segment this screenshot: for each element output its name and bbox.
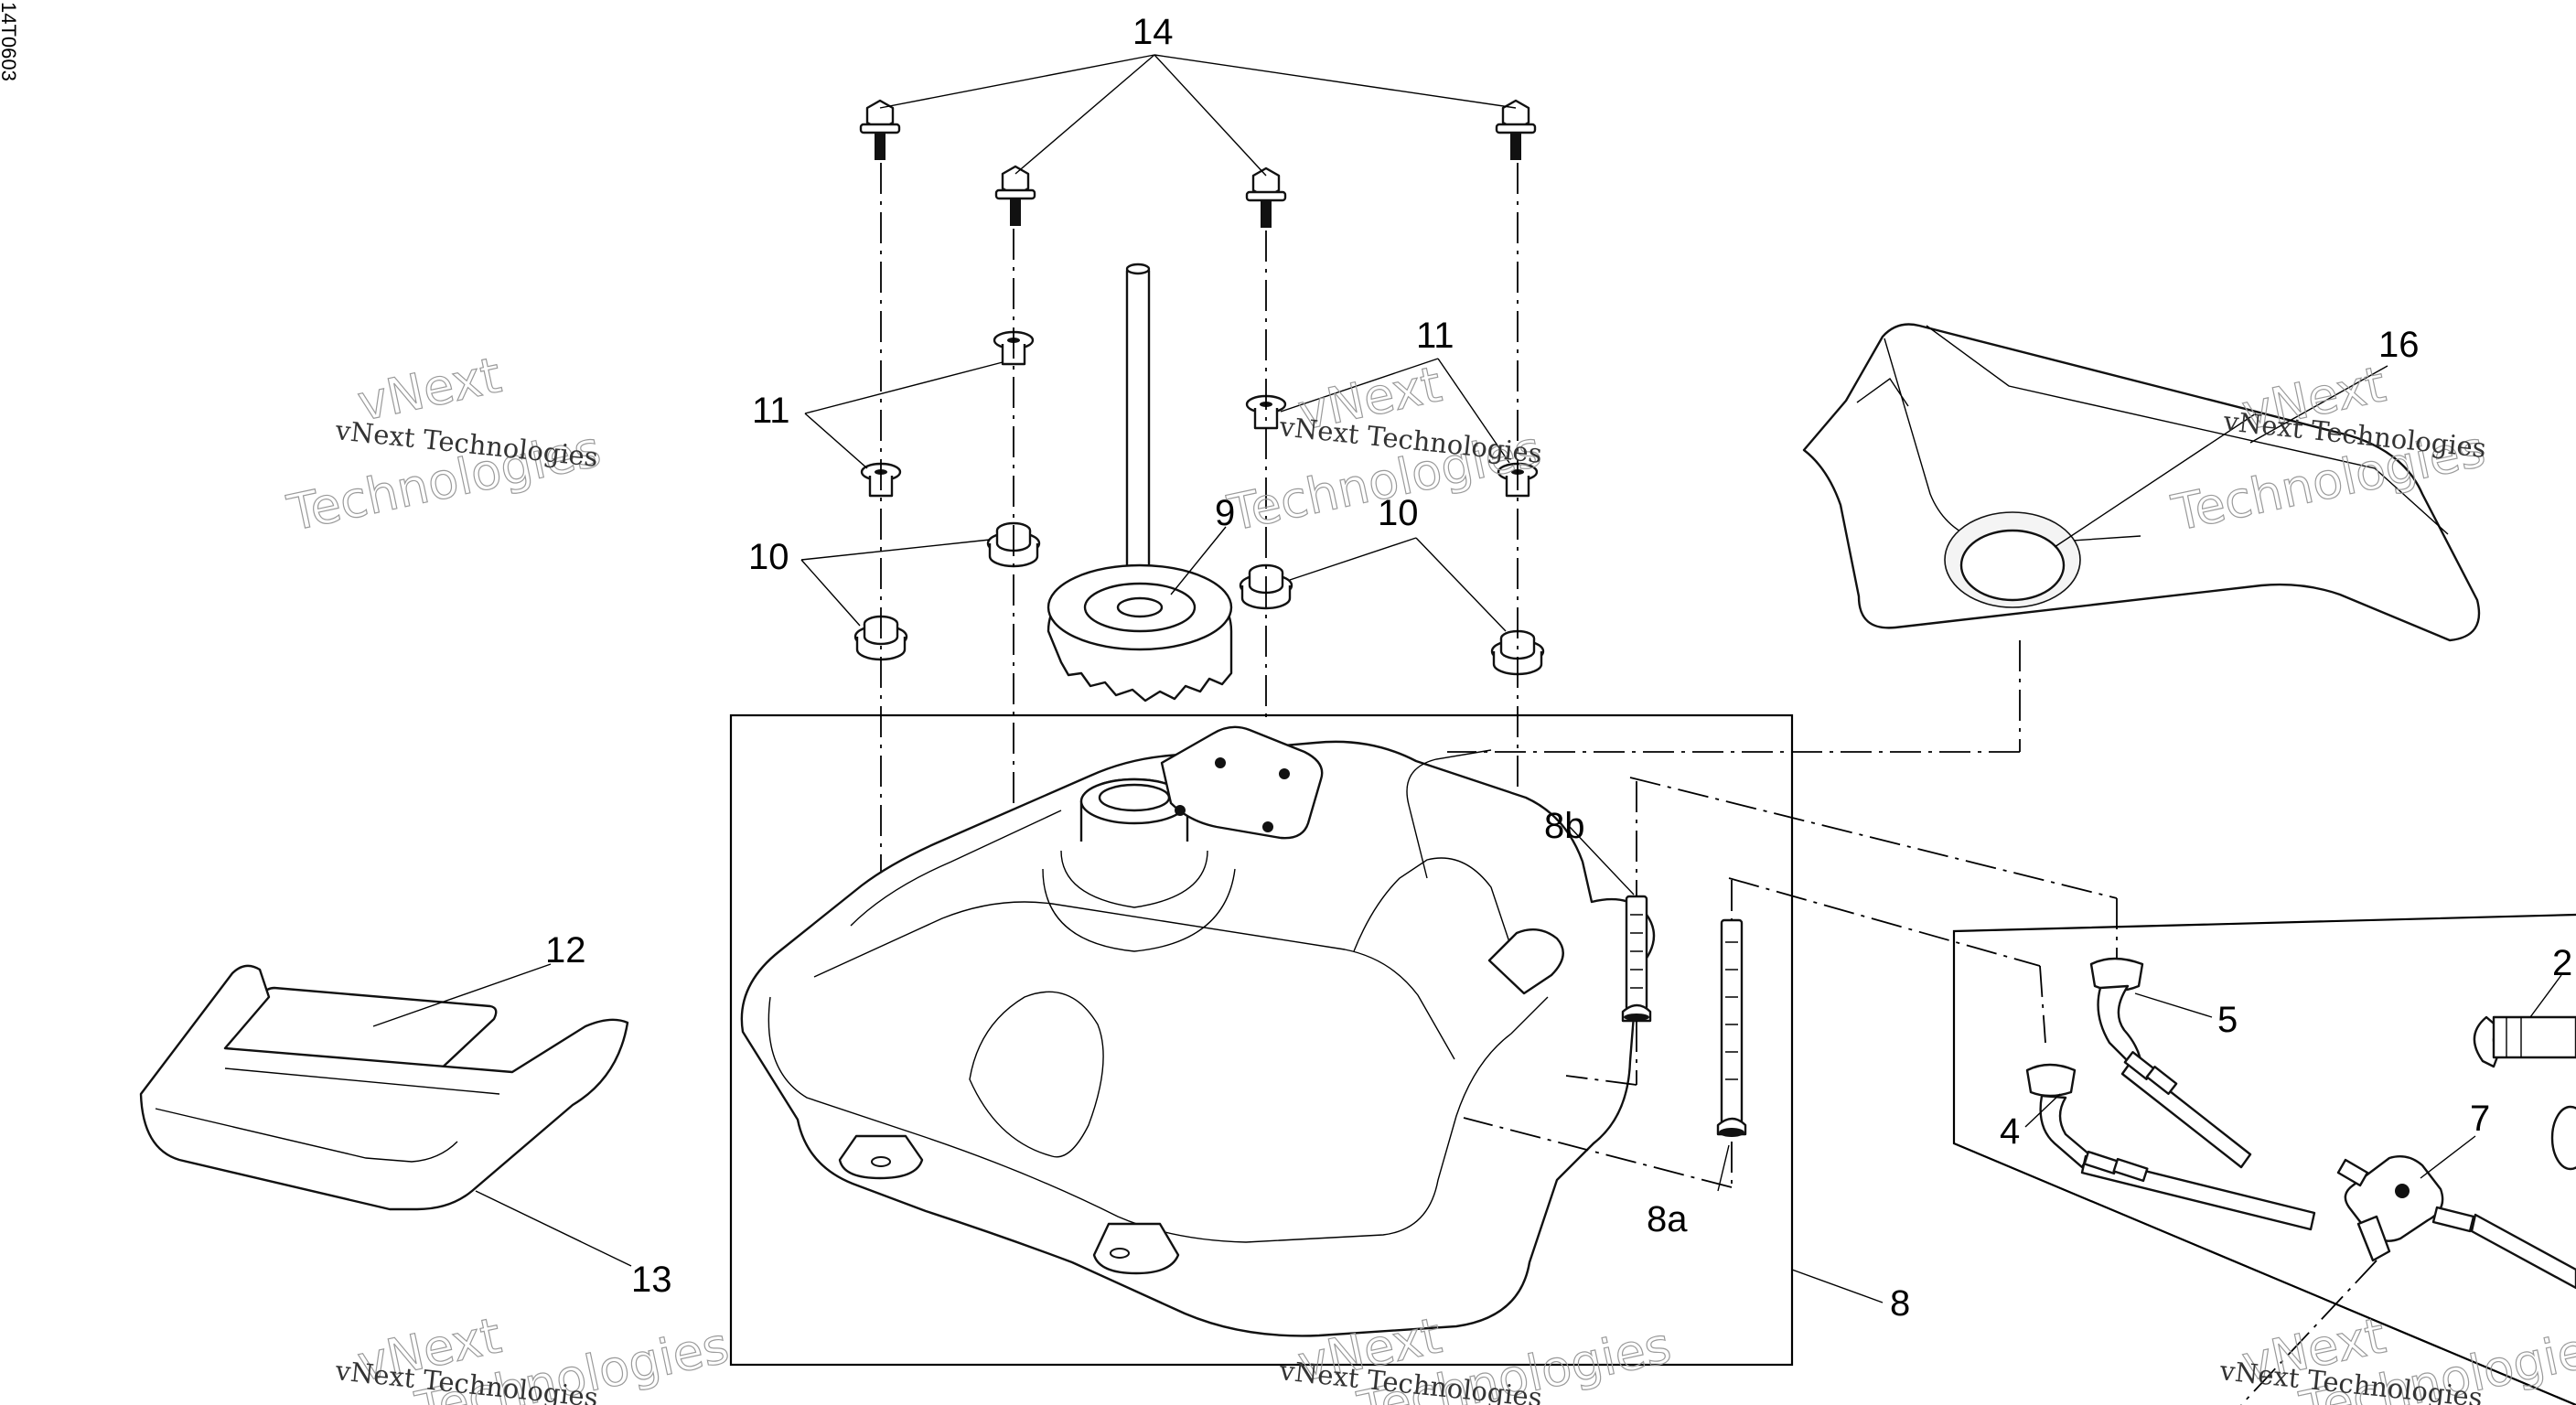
leader-8 (1791, 1269, 1884, 1303)
alignment-line-7 (2240, 1260, 2377, 1405)
vent-hose-5 (2089, 957, 2252, 1169)
callout-11-right: 11 (1416, 316, 1454, 356)
callout-5: 5 (2217, 1000, 2238, 1040)
watermark-bottom-left: vNext Technologies vNext Technologies (333, 1306, 734, 1405)
watermark-bottom-right: vNext Technologies vNext Technologies (2217, 1306, 2576, 1405)
callout-8b: 8b (1544, 806, 1585, 846)
bolt-14-b (994, 165, 1036, 226)
watermark-top-left: vNext Technologies vNext Technologies (282, 346, 606, 543)
alignment-lines-right (1629, 777, 2118, 1044)
leader-10-left (800, 539, 991, 627)
fuel-hose-4 (2025, 1063, 2316, 1231)
callout-8a: 8a (1647, 1199, 1688, 1239)
callout-7: 7 (2470, 1099, 2490, 1139)
callout-10-right: 10 (1378, 493, 1419, 533)
leader-7 (2420, 1135, 2476, 1179)
alignment-lines-8 (1463, 781, 1733, 1188)
leader-13 (475, 1190, 632, 1267)
leader-11-left (804, 361, 1004, 469)
seat-base-16 (1802, 323, 2481, 642)
leader-11-right (1280, 358, 1510, 464)
callout-13: 13 (631, 1260, 672, 1300)
heat-shield-13 (139, 964, 629, 1211)
fuel-cap-9 (1046, 263, 1233, 702)
leader-12 (372, 963, 552, 1027)
leader-14 (879, 54, 1517, 177)
callout-14: 14 (1132, 12, 1174, 52)
callout-8: 8 (1890, 1283, 1910, 1324)
bolt-14-d (1495, 99, 1537, 160)
leader-8b (1569, 826, 1635, 896)
hose-2 (2473, 1015, 2576, 1171)
leader-8a (1717, 1144, 1730, 1192)
bolt-14-c (1245, 166, 1287, 228)
callout-2: 2 (2552, 943, 2572, 983)
fuel-valve-frame (1952, 913, 2576, 1405)
callout-11-left: 11 (752, 391, 790, 431)
fuel-valve-7 (2336, 1155, 2576, 1290)
callout-10-left: 10 (748, 537, 789, 577)
leader-2 (2529, 974, 2562, 1018)
alignment-line-16 (1447, 640, 2021, 753)
callout-4: 4 (2000, 1111, 2020, 1152)
bolt-14-a (859, 99, 901, 160)
leader-16-b (2054, 413, 2257, 548)
grommet-10-c (1239, 563, 1293, 610)
drawing-code: 14T0603 (0, 2, 20, 81)
long-bolt-8a (1716, 918, 1747, 1137)
leader-4 (2024, 1093, 2061, 1128)
leader-9 (1170, 526, 1227, 595)
callout-16: 16 (2378, 325, 2420, 365)
leader-16 (2249, 365, 2388, 444)
tank-assembly-frame (729, 713, 1794, 1367)
callout-9: 9 (1215, 493, 1235, 533)
leader-10-right (1289, 537, 1507, 632)
callout-12: 12 (545, 930, 586, 971)
fuel-tank-8 (740, 725, 1656, 1337)
leader-5 (2134, 992, 2213, 1018)
long-bolt-8b (1621, 895, 1652, 1023)
